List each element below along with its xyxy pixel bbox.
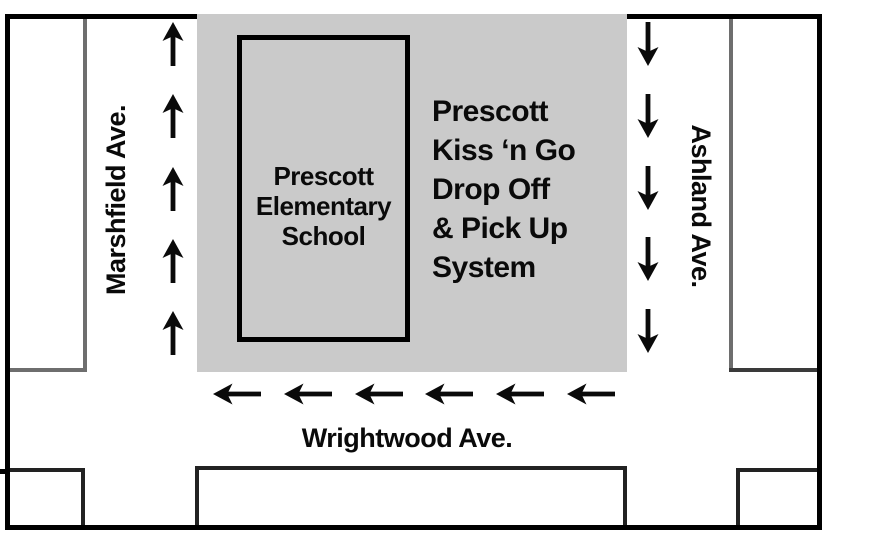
street-label-ashland: Ashland Ave. [686,124,716,288]
left-arrow-icon [425,383,474,405]
ashland-arrow-lane [637,22,659,353]
up-arrow-icon [162,238,184,283]
left-arrow-icon [283,383,332,405]
bottom-middle-block [195,466,627,525]
street-label-marshfield: Marshfield Ave. [101,104,131,296]
up-arrow-icon [162,166,184,211]
street-label-wrightwood: Wrightwood Ave. [301,423,513,453]
down-arrow-icon [637,309,659,353]
kiss-n-go-zone-label: Prescott Kiss ‘n Go Drop Off & Pick Up S… [432,95,576,284]
left-arrow-icon [354,383,403,405]
top-right-block-edge-vertical [729,19,733,368]
top-left-block-edge-horizontal [10,368,87,372]
bottom-left-block-edge-horizontal [10,468,85,472]
top-right-block-edge-horizontal [729,368,817,372]
up-arrow-icon [162,311,184,355]
left-arrow-icon [496,383,545,405]
marshfield-arrow-lane [162,22,184,355]
down-arrow-icon [637,93,659,138]
down-arrow-icon [637,165,659,210]
school-name-label: Prescott Elementary School [255,160,392,251]
bottom-right-block-edge-horizontal [736,468,817,472]
school-building: Prescott Elementary School [237,35,410,342]
bottom-left-block-edge-vertical [81,468,85,525]
top-left-block-edge-vertical [83,19,87,368]
down-arrow-icon [637,237,659,282]
left-edge-tick [0,469,7,474]
up-arrow-icon [162,22,184,66]
up-arrow-icon [162,94,184,139]
bottom-right-block-edge-vertical [736,468,740,525]
wrightwood-arrow-lane [213,383,615,405]
left-arrow-icon [213,383,261,405]
down-arrow-icon [637,22,659,66]
left-arrow-icon [566,383,615,405]
